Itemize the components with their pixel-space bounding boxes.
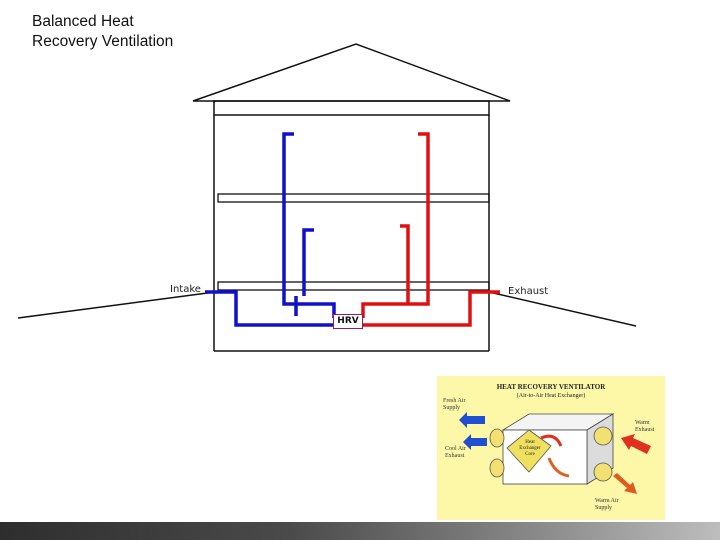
intake-duct xyxy=(205,290,334,327)
fresh-supply-duct-upper xyxy=(282,132,336,318)
eave xyxy=(213,100,490,116)
stale-return-duct-lower xyxy=(400,224,410,304)
title-line-2: Recovery Ventilation xyxy=(32,33,174,50)
blue-arrow-upper xyxy=(459,412,485,428)
red-arrow-warm-exhaust xyxy=(621,434,651,454)
floor-slab-lower xyxy=(217,281,490,291)
ground-line-left xyxy=(17,291,216,319)
blue-arrow-lower xyxy=(463,434,487,450)
ground-line-right xyxy=(488,291,637,327)
hrv-illustration: Heat Exchanger Core xyxy=(459,412,651,494)
inset-subheading: (Air-to-Air Heat Exchanger) xyxy=(516,393,586,399)
inset-heading: HEAT RECOVERY VENTILATOR xyxy=(496,383,606,391)
exhaust-label: Exhaust xyxy=(508,286,549,297)
exhaust-ducts xyxy=(361,132,500,327)
floor-slab-upper xyxy=(217,193,490,203)
roof xyxy=(192,43,511,102)
stale-return-duct-upper xyxy=(361,132,430,318)
hrv-unit-label: HRV xyxy=(333,314,363,329)
title-line-1: Balanced Heat xyxy=(32,13,134,30)
exhaust-duct xyxy=(363,290,500,327)
core-diamond xyxy=(506,429,552,473)
fresh-air-ducts xyxy=(205,132,336,327)
footer-bar xyxy=(0,522,720,540)
fresh-supply-duct-lower xyxy=(302,228,314,296)
svg-text:Core: Core xyxy=(525,452,536,457)
intake-label: Intake xyxy=(170,284,201,295)
orange-arrow-warm-supply xyxy=(613,473,637,494)
hrv-detail-image: HEAT RECOVERY VENTILATOR (Air-to-Air Hea… xyxy=(437,376,665,520)
svg-text:Exchanger: Exchanger xyxy=(519,446,541,451)
svg-text:Heat: Heat xyxy=(525,440,535,445)
page-title: Balanced Heat Recovery Ventilation xyxy=(32,12,173,52)
